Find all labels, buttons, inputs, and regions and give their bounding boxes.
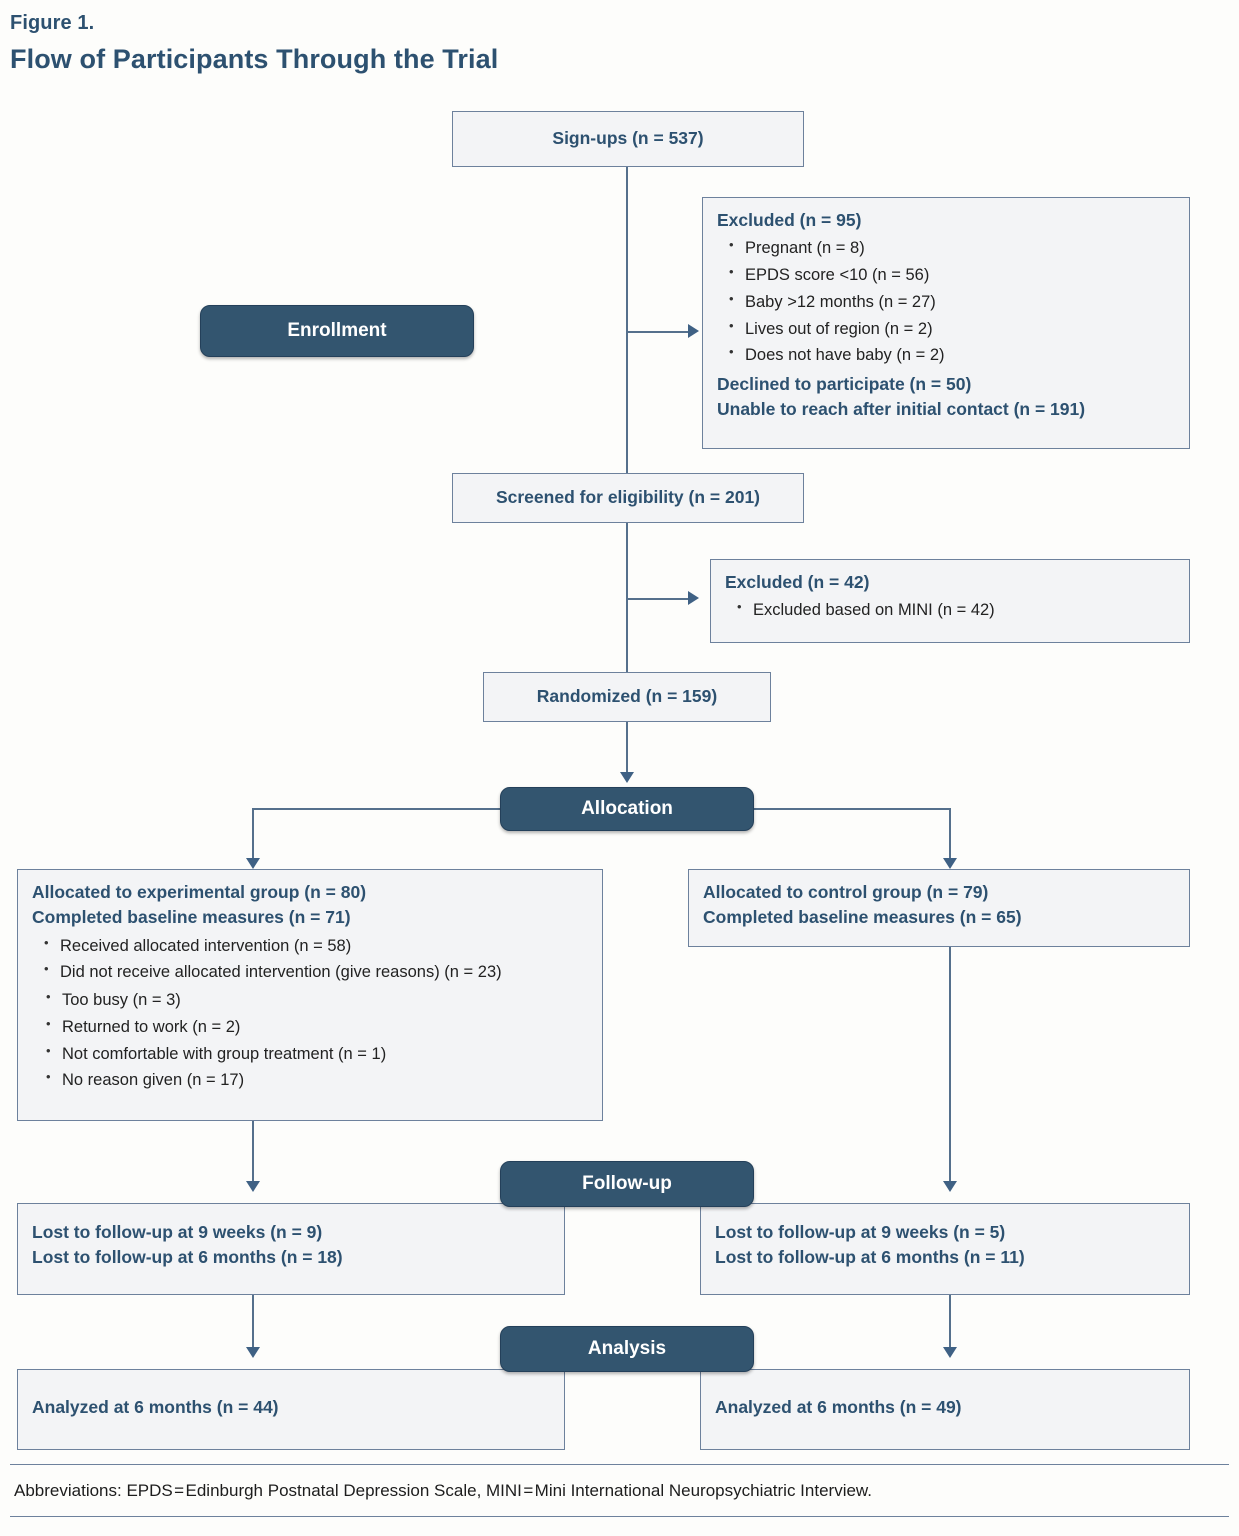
connector-allocation-left [252,808,502,810]
node-allocated-experimental-sub-bullets: Too busy (n = 3) Returned to work (n = 2… [32,986,588,1094]
node-followup-control-line-1: Lost to follow-up at 9 weeks (n = 5) [715,1222,1006,1242]
connector-allocation-right [752,808,950,810]
node-signups: Sign-ups (n = 537) [452,111,804,167]
node-excluded-2-bullets: Excluded based on MINI (n = 42) [725,596,1175,624]
node-excluded-1: Excluded (n = 95) Pregnant (n = 8) EPDS … [702,197,1190,449]
node-signups-text: Sign-ups (n = 537) [552,128,704,149]
stage-label-enrollment: Enrollment [200,305,474,357]
footnote-abbreviations: Abbreviations: EPDS = Edinburgh Postnata… [14,1481,872,1500]
list-item: Pregnant (n = 8) [729,234,1175,262]
list-item: Baby >12 months (n = 27) [729,288,1175,316]
node-analysis-control: Analyzed at 6 months (n = 49) [700,1369,1190,1450]
node-analysis-experimental-text: Analyzed at 6 months (n = 44) [32,1397,279,1417]
node-allocated-experimental-line-1: Allocated to experimental group (n = 80) [32,882,367,902]
arrow-down-followup-control [943,1181,957,1192]
node-randomized: Randomized (n = 159) [483,672,771,722]
stage-label-enrollment-text: Enrollment [287,320,387,341]
node-screened-text: Screened for eligibility (n = 201) [495,487,761,508]
node-excluded-1-heading: Excluded (n = 95) [717,210,862,230]
arrow-down-allocation [620,772,634,783]
connector-allocation-left-drop [252,808,254,860]
node-allocated-experimental-line-2: Completed baseline measures (n = 71) [32,907,351,928]
node-excluded-2: Excluded (n = 42) Excluded based on MINI… [710,559,1190,643]
list-item: Did not receive allocated intervention (… [44,958,588,986]
arrow-down-experimental [246,858,260,869]
stage-label-analysis-text: Analysis [587,1338,667,1359]
stage-label-allocation: Allocation [500,787,754,831]
arrow-right-excluded-1 [688,324,699,338]
node-allocated-control-line-1: Allocated to control group (n = 79) [703,882,989,902]
node-allocated-experimental: Allocated to experimental group (n = 80)… [17,869,603,1121]
node-allocated-experimental-bullets: Received allocated intervention (n = 58)… [32,932,588,986]
node-randomized-text: Randomized (n = 159) [536,686,718,707]
node-followup-experimental-line-1: Lost to follow-up at 9 weeks (n = 9) [32,1222,323,1242]
connector-allocation-right-drop [949,808,951,860]
node-allocated-control-line-2: Completed baseline measures (n = 65) [703,907,1022,928]
node-followup-experimental-line-2: Lost to follow-up at 6 months (n = 18) [32,1247,343,1268]
connector-screened-randomized [626,523,628,672]
arrow-down-analysis-control [943,1347,957,1358]
arrow-right-excluded-2 [688,591,699,605]
connector-followup-analysis-right [949,1295,951,1349]
node-excluded-1-declined: Declined to participate (n = 50) [717,373,972,394]
connector-experimental-followup [252,1121,254,1183]
list-item: EPDS score <10 (n = 56) [729,261,1175,289]
node-analysis-experimental: Analyzed at 6 months (n = 44) [17,1369,565,1450]
list-item: Does not have baby (n = 2) [729,341,1175,369]
arrow-down-analysis-experimental [246,1347,260,1358]
connector-excluded-2 [626,598,688,600]
node-excluded-1-bullets: Pregnant (n = 8) EPDS score <10 (n = 56)… [717,234,1175,369]
node-followup-control-line-2: Lost to follow-up at 6 months (n = 11) [715,1247,1025,1268]
node-excluded-1-unreachable: Unable to reach after initial contact (n… [717,399,1086,420]
stage-label-analysis: Analysis [500,1326,754,1372]
node-screened: Screened for eligibility (n = 201) [452,473,804,523]
figure-label: Figure 1. [10,12,95,34]
connector-signups-screened [626,167,628,473]
footer-rule-top [10,1464,1229,1466]
footer-rule-bottom [10,1516,1229,1518]
connector-followup-analysis-left [252,1295,254,1349]
node-excluded-2-heading: Excluded (n = 42) [725,572,870,592]
node-followup-control: Lost to follow-up at 9 weeks (n = 5) Los… [700,1203,1190,1295]
connector-randomized-allocation [626,722,628,774]
list-item: Not comfortable with group treatment (n … [46,1040,588,1068]
list-item: Returned to work (n = 2) [46,1013,588,1041]
stage-label-followup-text: Follow-up [582,1173,672,1194]
node-followup-experimental: Lost to follow-up at 9 weeks (n = 9) Los… [17,1203,565,1295]
arrow-down-control [943,858,957,869]
list-item: Excluded based on MINI (n = 42) [737,596,1175,624]
connector-control-followup [949,947,951,1183]
list-item: Lives out of region (n = 2) [729,315,1175,343]
arrow-down-followup-experimental [246,1181,260,1192]
list-item: Received allocated intervention (n = 58) [44,932,588,960]
stage-label-allocation-text: Allocation [581,798,673,819]
connector-excluded-1 [626,331,688,333]
stage-label-followup: Follow-up [500,1161,754,1207]
list-item: Too busy (n = 3) [46,986,588,1014]
node-analysis-control-text: Analyzed at 6 months (n = 49) [715,1397,962,1417]
figure-title: Flow of Participants Through the Trial [10,44,499,74]
list-item: No reason given (n = 17) [46,1066,588,1094]
node-allocated-control: Allocated to control group (n = 79) Comp… [688,869,1190,947]
